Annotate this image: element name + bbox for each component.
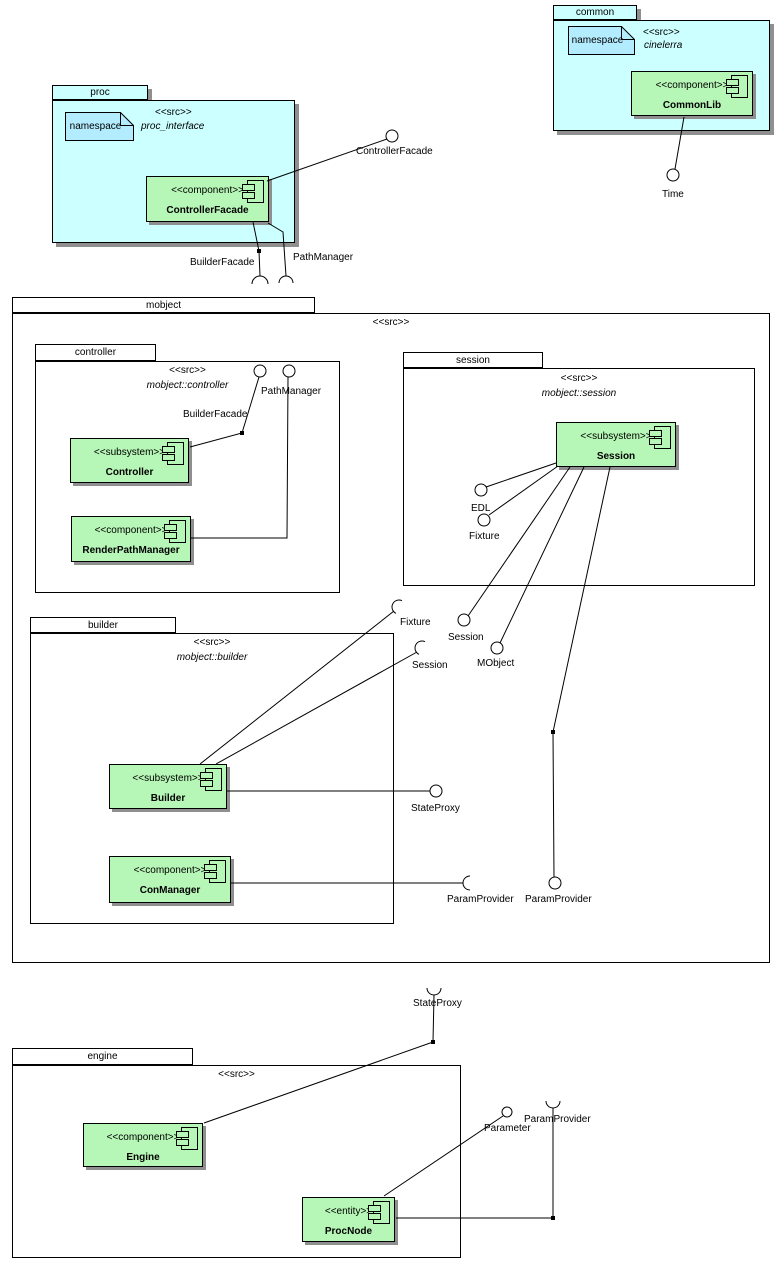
interface-label-builderfacade-req: BuilderFacade bbox=[190, 257, 255, 268]
component-icon bbox=[649, 426, 671, 449]
component-renderpathmanager[interactable]: <<component>> RenderPathManager bbox=[71, 516, 191, 562]
namespace-note-proc[interactable]: namespace bbox=[65, 112, 134, 141]
component-icon bbox=[164, 520, 186, 543]
package-label: engine bbox=[87, 1051, 118, 1062]
ball-interface-parameter[interactable] bbox=[501, 1106, 513, 1118]
namespace-note-common[interactable]: namespace bbox=[568, 26, 635, 55]
component-stereotype: <<subsystem>> bbox=[93, 447, 166, 458]
socket-interface-builderfacade[interactable] bbox=[251, 275, 269, 285]
note-label: namespace bbox=[69, 121, 122, 132]
package-label: session bbox=[456, 354, 490, 366]
interface-label-session-req: Session bbox=[412, 660, 448, 671]
interface-label-stateproxy-req: StateProxy bbox=[413, 998, 462, 1009]
component-stereotype: <<component>> bbox=[655, 80, 729, 91]
note-label: namespace bbox=[571, 35, 624, 46]
package-tab-engine[interactable]: engine bbox=[12, 1048, 193, 1065]
interface-label-pathmanager-req: PathManager bbox=[293, 252, 354, 263]
component-name: CommonLib bbox=[662, 100, 722, 111]
component-controllerfacade[interactable]: <<component>> ControllerFacade bbox=[146, 176, 269, 222]
component-icon bbox=[176, 1127, 198, 1150]
package-tab-controller[interactable]: controller bbox=[35, 344, 156, 361]
package-body-mobject[interactable] bbox=[12, 313, 770, 963]
interface-label-builderfacade-prov: BuilderFacade bbox=[183, 409, 248, 420]
component-stereotype: <<subsystem>> bbox=[132, 773, 204, 784]
package-path: mobject::builder bbox=[176, 652, 248, 663]
component-stereotype: <<component>> bbox=[133, 865, 207, 876]
package-tab-proc[interactable]: proc bbox=[52, 85, 148, 100]
component-icon bbox=[200, 768, 222, 791]
package-tab-session[interactable]: session bbox=[403, 352, 543, 368]
package-label: builder bbox=[87, 619, 119, 631]
ball-interface-controllerfacade[interactable] bbox=[385, 129, 399, 143]
note-shape bbox=[65, 112, 134, 141]
interface-label-session-prov: Session bbox=[448, 632, 484, 643]
interface-label-edl: EDL bbox=[471, 503, 491, 514]
ball-interface-time[interactable] bbox=[666, 168, 680, 182]
package-tab-mobject[interactable]: mobject bbox=[12, 297, 315, 313]
interface-label-fixture-prov: Fixture bbox=[469, 531, 500, 542]
package-body-controller[interactable] bbox=[35, 361, 340, 593]
interface-label-paramprovider-prov: ParamProvider bbox=[525, 894, 592, 905]
component-name: Builder bbox=[150, 793, 186, 804]
component-name: ProcNode bbox=[324, 1226, 373, 1237]
package-path: mobject::controller bbox=[146, 380, 229, 391]
socket-interface-paramprovider-bottom[interactable] bbox=[545, 1100, 561, 1109]
component-stereotype: <<component>> bbox=[171, 185, 244, 196]
src-stereotype: <<src>> bbox=[372, 317, 410, 328]
package-path: cinelerra bbox=[644, 40, 683, 51]
component-name: ConManager bbox=[139, 885, 201, 896]
component-name: ControllerFacade bbox=[166, 205, 249, 216]
interface-label-controllerfacade: ControllerFacade bbox=[356, 146, 433, 157]
component-icon bbox=[204, 860, 226, 883]
package-label: common bbox=[575, 7, 615, 18]
component-icon bbox=[162, 442, 184, 465]
component-engine[interactable]: <<component>> Engine bbox=[83, 1123, 203, 1167]
package-path: proc_interface bbox=[141, 121, 205, 132]
package-label: controller bbox=[74, 347, 117, 358]
connector-bend-dot bbox=[257, 249, 261, 253]
component-name: Engine bbox=[126, 1152, 160, 1163]
interface-label-paramprovider-req-mid: ParamProvider bbox=[447, 894, 514, 905]
component-procnode[interactable]: <<entity>> ProcNode bbox=[302, 1197, 395, 1242]
socket-interface-stateproxy[interactable] bbox=[426, 987, 442, 996]
interface-label-time: Time bbox=[662, 189, 684, 200]
component-session[interactable]: <<subsystem>> Session bbox=[556, 422, 676, 467]
component-controller[interactable]: <<subsystem>> Controller bbox=[70, 438, 189, 483]
src-stereotype: <<src>> bbox=[169, 365, 206, 376]
component-icon bbox=[726, 75, 748, 98]
component-icon bbox=[368, 1201, 390, 1224]
component-conmanager[interactable]: <<component>> ConManager bbox=[109, 856, 231, 903]
component-stereotype: <<entity>> bbox=[324, 1206, 373, 1217]
src-stereotype: <<src>> bbox=[643, 27, 680, 38]
src-stereotype: <<src>> bbox=[155, 107, 192, 118]
package-tab-builder[interactable]: builder bbox=[30, 617, 176, 633]
component-stereotype: <<component>> bbox=[94, 525, 168, 536]
interface-label-paramprovider-req-bottom: ParamProvider bbox=[524, 1114, 591, 1125]
interface-label-mobject: MObject bbox=[477, 658, 515, 669]
note-shape bbox=[568, 26, 635, 55]
package-label: proc bbox=[90, 87, 110, 98]
component-stereotype: <<subsystem>> bbox=[580, 431, 652, 442]
component-commonlib[interactable]: <<component>> CommonLib bbox=[631, 71, 753, 116]
component-icon bbox=[242, 180, 264, 203]
interface-label-pathmanager-prov: PathManager bbox=[261, 386, 322, 397]
interface-label-fixture-req: Fixture bbox=[400, 617, 431, 628]
package-label: mobject bbox=[145, 299, 181, 311]
connector-bend-dot bbox=[551, 1216, 555, 1220]
component-name: Session bbox=[596, 451, 636, 462]
package-tab-common[interactable]: common bbox=[553, 5, 637, 20]
component-stereotype: <<component>> bbox=[106, 1132, 180, 1143]
connector-bend-dot bbox=[431, 1040, 435, 1044]
package-path: mobject::session bbox=[541, 388, 617, 399]
src-stereotype: <<src>> bbox=[218, 1069, 255, 1080]
component-builder[interactable]: <<subsystem>> Builder bbox=[109, 764, 227, 809]
src-stereotype: <<src>> bbox=[560, 373, 598, 384]
socket-interface-pathmanager[interactable] bbox=[278, 275, 294, 284]
interface-label-stateproxy-prov: StateProxy bbox=[411, 803, 460, 814]
component-name: Controller bbox=[105, 467, 154, 478]
package-body-session[interactable] bbox=[403, 368, 755, 586]
src-stereotype: <<src>> bbox=[193, 637, 231, 648]
component-name: RenderPathManager bbox=[82, 545, 180, 556]
